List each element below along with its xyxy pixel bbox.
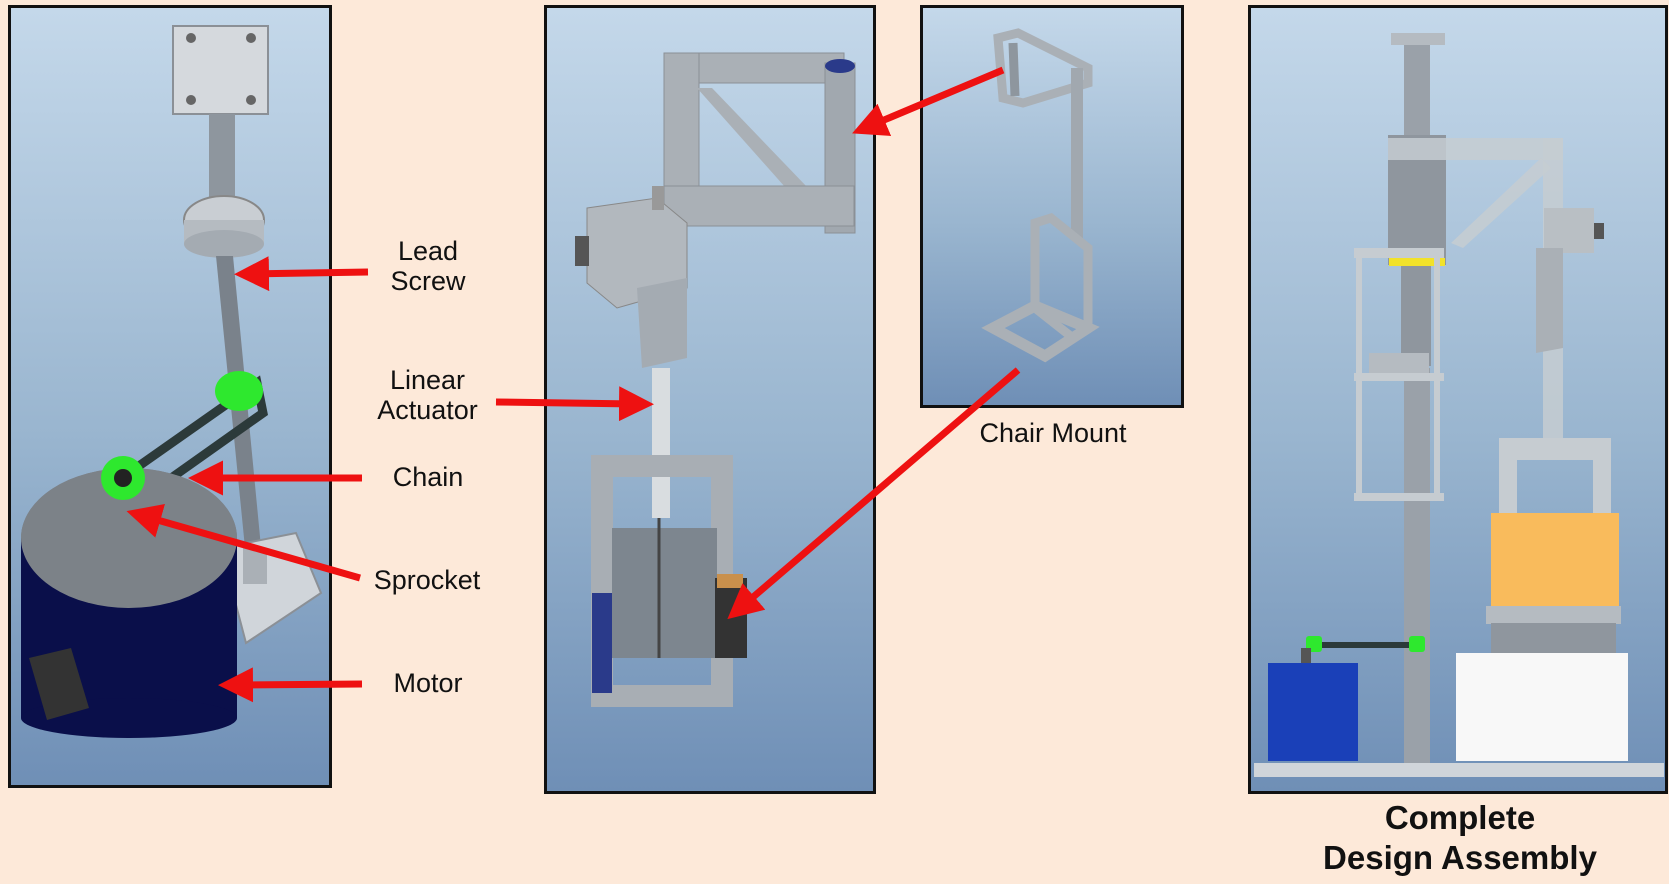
lead-screw-label: Lead Screw	[390, 236, 466, 296]
chair-mount-label: Chair Mount	[979, 418, 1127, 448]
linear-actuator-drawing	[575, 52, 856, 707]
linear-actuator-render	[544, 5, 876, 794]
chair-mount-drawing	[981, 28, 1100, 363]
chain-label: Chain	[392, 462, 464, 492]
sprocket-label: Sprocket	[373, 565, 481, 595]
complete-assembly-drawing	[1254, 33, 1664, 777]
linear-actuator-label: Linear Actuator	[377, 365, 478, 425]
motor-leadscrew-drawing	[21, 25, 323, 738]
motor-label: Motor	[393, 668, 463, 698]
complete-assembly-caption: Complete Design Assembly	[1323, 799, 1597, 876]
complete-assembly-render	[1248, 5, 1668, 794]
motor-leadscrew-render	[8, 5, 332, 788]
chair-mount-render	[920, 5, 1184, 408]
